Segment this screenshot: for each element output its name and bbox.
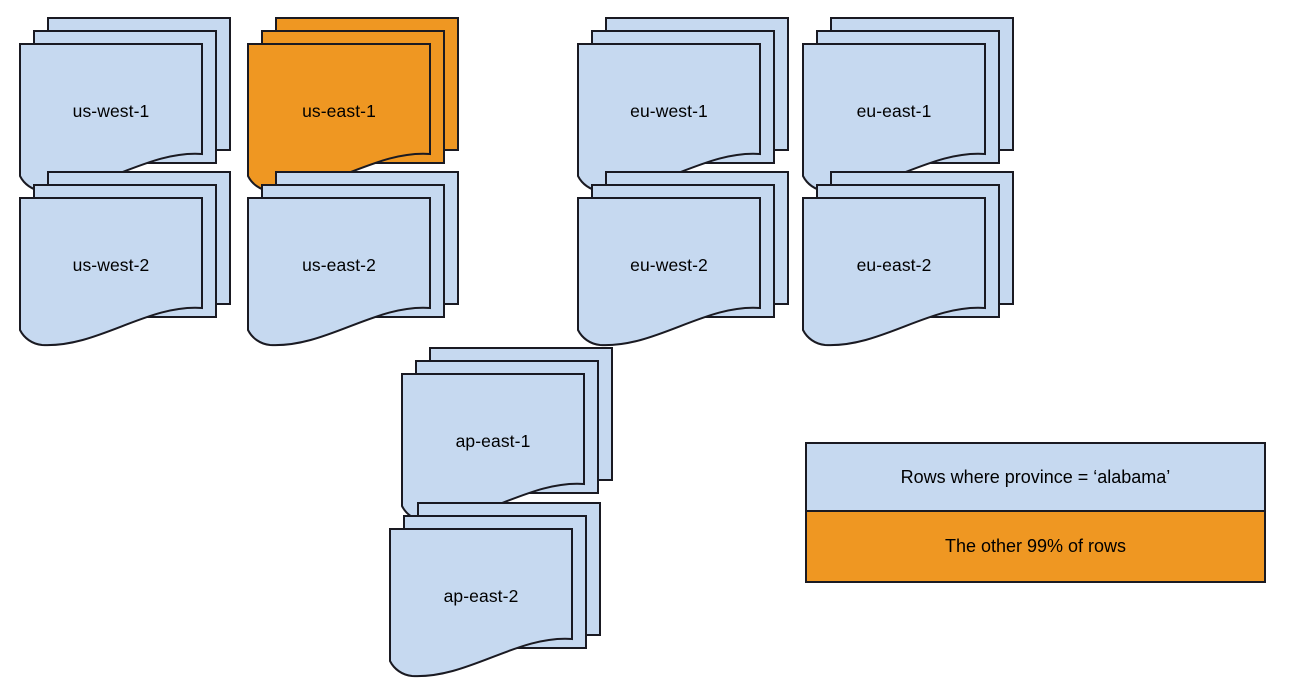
document-stack-ap-east-1[interactable]: ap-east-1 xyxy=(401,347,613,523)
document-stack-shape xyxy=(247,171,459,347)
document-stack-shape xyxy=(19,171,231,347)
document-stack-shape xyxy=(19,17,231,193)
sheet-front xyxy=(389,528,573,678)
document-stack-ap-east-2[interactable]: ap-east-2 xyxy=(389,502,601,678)
document-stack-us-west-1[interactable]: us-west-1 xyxy=(19,17,231,193)
sheet-front xyxy=(802,197,986,347)
document-stack-eu-east-1[interactable]: eu-east-1 xyxy=(802,17,1014,193)
document-stack-shape xyxy=(802,17,1014,193)
document-stack-shape xyxy=(401,347,613,523)
document-stack-shape xyxy=(389,502,601,678)
legend: Rows where province = ‘alabama’ The othe… xyxy=(805,442,1266,583)
document-stack-shape xyxy=(577,171,789,347)
sheet-front xyxy=(19,43,203,193)
document-stack-shape xyxy=(247,17,459,193)
document-stack-eu-east-2[interactable]: eu-east-2 xyxy=(802,171,1014,347)
sheet-front xyxy=(247,43,431,193)
legend-label-blue: Rows where province = ‘alabama’ xyxy=(900,466,1171,487)
document-stack-shape xyxy=(577,17,789,193)
legend-row-orange: The other 99% of rows xyxy=(807,512,1264,581)
document-stack-us-west-2[interactable]: us-west-2 xyxy=(19,171,231,347)
legend-row-blue: Rows where province = ‘alabama’ xyxy=(807,444,1264,512)
sheet-front xyxy=(577,197,761,347)
document-stack-shape xyxy=(802,171,1014,347)
sheet-front xyxy=(401,373,585,523)
sheet-front xyxy=(19,197,203,347)
document-stack-eu-west-2[interactable]: eu-west-2 xyxy=(577,171,789,347)
sheet-front xyxy=(247,197,431,347)
sheet-front xyxy=(802,43,986,193)
document-stack-us-east-2[interactable]: us-east-2 xyxy=(247,171,459,347)
sheet-front xyxy=(577,43,761,193)
document-stack-eu-west-1[interactable]: eu-west-1 xyxy=(577,17,789,193)
document-stack-us-east-1[interactable]: us-east-1 xyxy=(247,17,459,193)
legend-label-orange: The other 99% of rows xyxy=(944,536,1127,556)
